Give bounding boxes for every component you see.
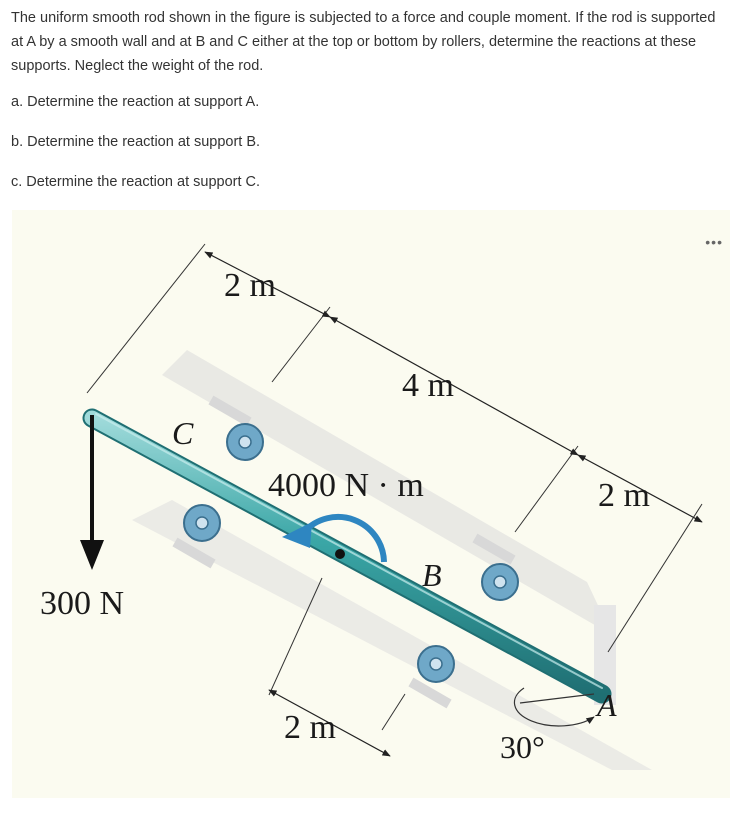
roller-b-bottom — [408, 645, 455, 709]
point-c-label: C — [172, 415, 194, 451]
part-a-prompt: a. Determine the reaction at support A. — [11, 94, 260, 110]
part-c-prompt: c. Determine the reaction at support C. — [11, 174, 261, 190]
force-label: 300 N — [40, 585, 124, 622]
point-a-label: A — [595, 687, 617, 723]
rod-diagram: 2 m 4 m 2 m 2 m 4000 N · m 300 N A B C 3… — [40, 243, 703, 770]
roller-c-top — [208, 395, 264, 461]
dim-line-bottom — [268, 689, 391, 757]
rod-center-point — [335, 549, 345, 559]
dim-label-right: 2 m — [598, 477, 650, 514]
question-text: The uniform smooth rod shown in the figu… — [11, 10, 716, 74]
roller-c-bottom — [172, 504, 221, 569]
dim-label-bottom: 2 m — [284, 709, 336, 746]
lower-support-surface — [132, 500, 652, 770]
dim-line-right — [577, 454, 703, 523]
more-options-icon[interactable]: ••• — [705, 234, 723, 250]
angle-arc — [513, 687, 595, 727]
dim-line-top-middle — [329, 316, 579, 456]
dim-label-top-left: 2 m — [224, 267, 276, 304]
point-b-label: B — [422, 557, 442, 593]
couple-moment-arrow — [301, 513, 387, 563]
dim-label-top-middle: 4 m — [402, 367, 454, 404]
problem-figure: 2 m 4 m 2 m 2 m 4000 N · m 300 N A B C 3… — [12, 210, 730, 798]
couple-moment-label: 4000 N · m — [268, 467, 424, 504]
part-b-prompt: b. Determine the reaction at support B. — [11, 134, 261, 150]
smooth-wall — [594, 605, 616, 705]
dim-line-top-left — [204, 251, 331, 318]
wall-reaction-line — [519, 693, 595, 704]
roller-b-top — [472, 533, 519, 601]
angle-label: 30° — [500, 729, 545, 765]
